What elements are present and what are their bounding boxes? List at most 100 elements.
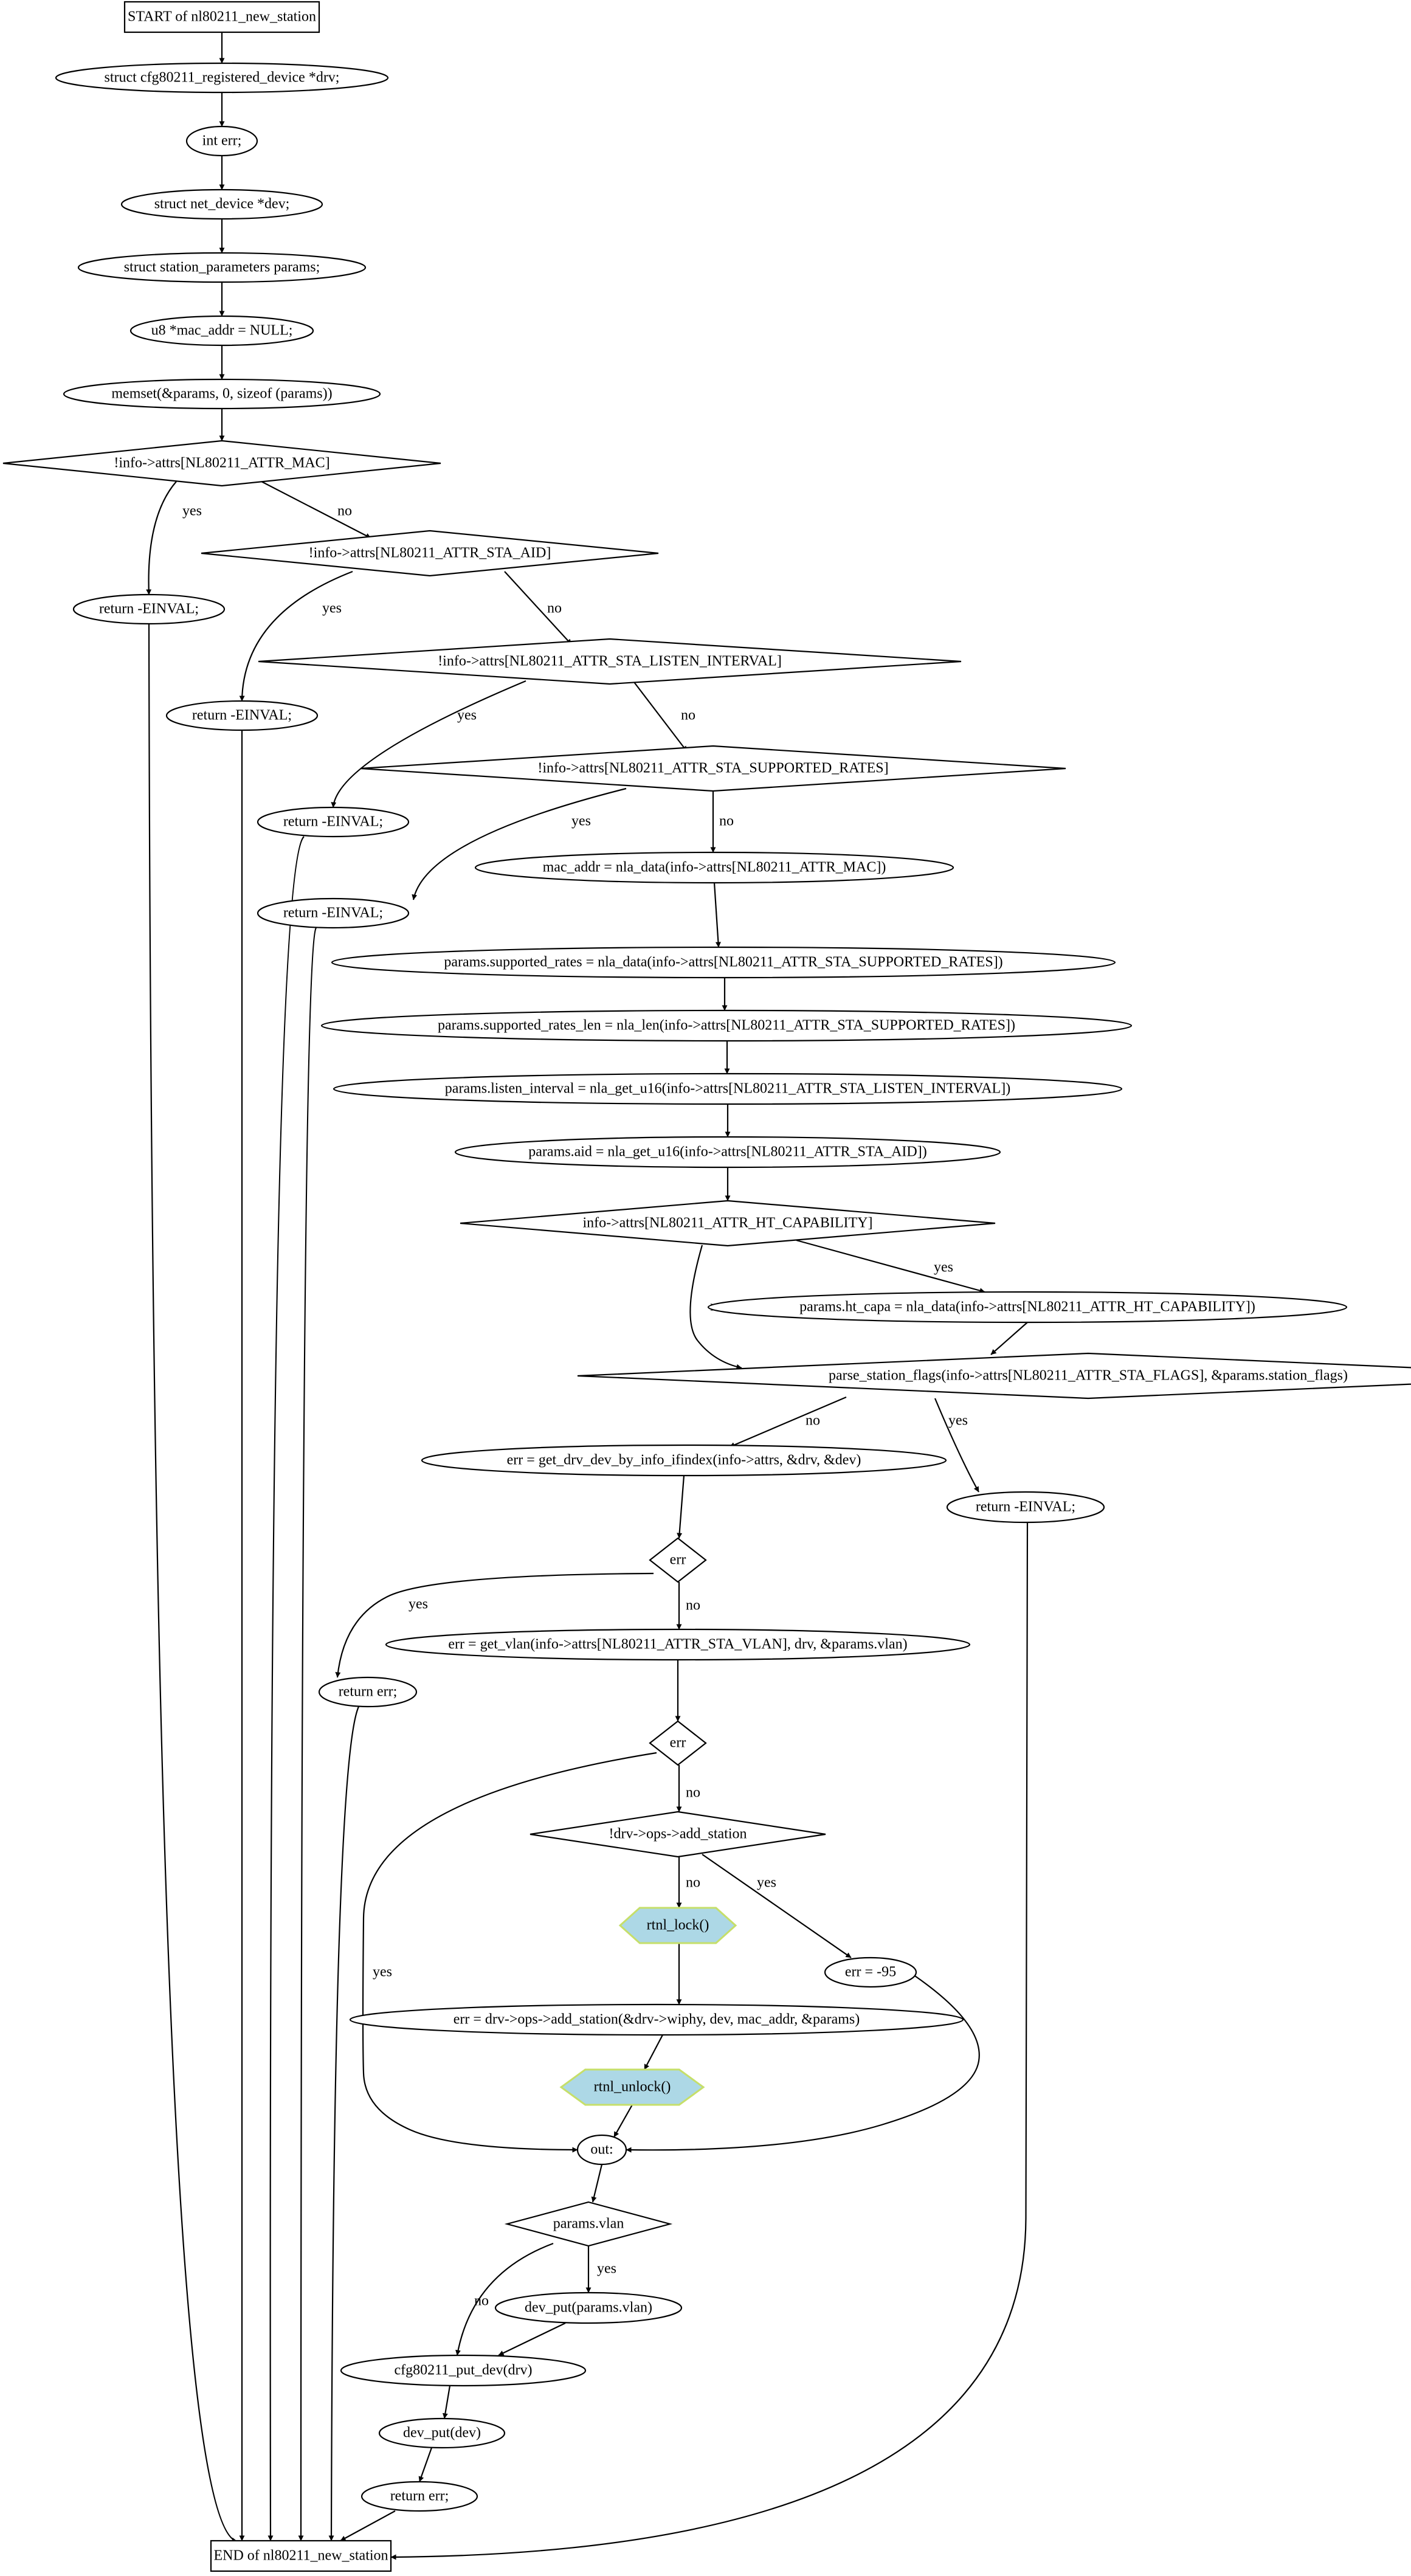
node-shape (320, 1009, 1133, 1042)
node-label: struct cfg80211_registered_device *drv; (105, 70, 340, 86)
flow-node-ellipse: err = -95 (824, 1956, 917, 1988)
node-label: params.supported_rates_len = nla_len(inf… (438, 1018, 1015, 1034)
node-label: err = get_drv_dev_by_info_ifindex(info->… (507, 1452, 861, 1468)
node-label: !drv->ops->add_station (609, 1826, 747, 1842)
node-label: return -EINVAL; (283, 814, 383, 830)
node-label: rtnl_lock() (647, 1918, 709, 1933)
node-shape (460, 1200, 996, 1247)
node-shape (649, 1537, 707, 1583)
node-label: return -EINVAL; (283, 905, 383, 921)
node-shape (576, 2134, 627, 2166)
flow-node-ellipse: return err; (318, 1676, 418, 1708)
edge-label-no: no (719, 813, 734, 829)
edge-label-yes: yes (457, 708, 477, 723)
flow-node-ellipse: err = drv->ops->add_station(&drv->wiphy,… (349, 2003, 964, 2036)
flow-node-ellipse: return -EINVAL; (946, 1491, 1105, 1524)
node-shape (257, 897, 410, 929)
edge-n13-n14 (412, 787, 627, 900)
flow-node-ellipse: params.supported_rates = nla_data(info->… (331, 946, 1116, 979)
node-shape (577, 1352, 1411, 1400)
flow-node-ellipse: params.ht_capa = nla_data(info->attrs[NL… (707, 1291, 1348, 1324)
flow-node-ellipse: err = get_vlan(info->attrs[NL80211_ATTR_… (385, 1628, 971, 1661)
node-label: START of nl80211_new_station (128, 9, 316, 25)
node-shape (318, 1676, 418, 1708)
flow-node-hexagon: rtnl_unlock() (559, 2068, 705, 2106)
edge-n14-n40 (298, 927, 317, 2541)
flow-node-ellipse: memset(&params, 0, sizeof (params)) (63, 378, 381, 410)
edge-n22-n23 (729, 1396, 847, 1448)
edge-n37-n38 (442, 2385, 451, 2419)
node-shape (504, 2201, 673, 2247)
flow-node-ellipse: err = get_drv_dev_by_info_ifindex(info->… (421, 1444, 947, 1477)
node-shape (129, 315, 314, 347)
flow-node-box: START of nl80211_new_station (123, 1, 320, 33)
edge-n20-n22 (689, 1245, 742, 1370)
edge-label-no: no (686, 1875, 700, 1891)
edge-label-yes: yes (322, 601, 342, 616)
edge-label-no: no (686, 1785, 700, 1801)
node-label: params.aid = nla_get_u16(info->attrs[NL8… (528, 1144, 926, 1160)
edge-label-no: no (686, 1598, 700, 1614)
node-shape (123, 1, 320, 33)
node-label: return -EINVAL; (192, 708, 292, 723)
flow-node-diamond: err (649, 1720, 707, 1766)
flow-node-diamond: err (649, 1537, 707, 1583)
node-shape (120, 188, 323, 220)
edge-n11-n13 (633, 682, 688, 752)
edge-n31-n34 (626, 1975, 980, 2153)
node-shape (494, 2291, 683, 2324)
edge-label-yes: yes (182, 503, 202, 519)
edge-n35-n37 (455, 2242, 554, 2356)
edge-label-no: no (337, 503, 352, 519)
node-label: parse_station_flags(info->attrs[NL80211_… (829, 1368, 1348, 1384)
node-label: info->attrs[NL80211_ATTR_HT_CAPABILITY] (582, 1215, 872, 1231)
edge-label-yes: yes (571, 813, 591, 829)
node-label: !info->attrs[NL80211_ATTR_STA_AID] (309, 545, 551, 561)
node-label: !info->attrs[NL80211_ATTR_STA_LISTEN_INT… (438, 654, 782, 669)
node-label: return err; (390, 2488, 449, 2504)
flow-node-ellipse: dev_put(dev) (378, 2417, 506, 2449)
edge-label-no: no (806, 1413, 820, 1429)
edge-n25-n26 (335, 1572, 654, 1678)
edge-n39-n40 (340, 2510, 396, 2541)
node-label: params.vlan (553, 2216, 624, 2232)
node-shape (530, 1811, 826, 1858)
flow-node-diamond: !info->attrs[NL80211_ATTR_STA_SUPPORTED_… (360, 745, 1066, 792)
edge-label-yes: yes (597, 2261, 616, 2277)
edge-n9-n11 (504, 571, 572, 645)
edge-n38-n39 (418, 2447, 433, 2482)
edge-label-no: no (474, 2293, 489, 2309)
node-shape (378, 2417, 506, 2449)
node-shape (618, 1907, 737, 1944)
node-label: int err; (202, 133, 242, 149)
node-shape (385, 1628, 971, 1661)
flow-node-ellipse: out: (576, 2134, 627, 2166)
flow-node-ellipse: return -EINVAL; (165, 700, 319, 731)
edge-label-yes: yes (934, 1260, 953, 1276)
edge-n24-n40 (390, 1522, 1029, 2560)
node-label: dev_put(dev) (403, 2425, 481, 2441)
edge-n12-n40 (267, 836, 305, 2541)
flow-node-diamond: !info->attrs[NL80211_ATTR_STA_AID] (201, 530, 659, 577)
flow-node-ellipse: struct cfg80211_registered_device *drv; (55, 62, 389, 94)
node-label: struct station_parameters params; (124, 260, 320, 275)
flow-node-ellipse: mac_addr = nla_data(info->attrs[NL80211_… (474, 851, 954, 884)
node-label: memset(&params, 0, sizeof (params)) (111, 386, 332, 402)
flow-node-diamond: !drv->ops->add_station (530, 1811, 826, 1858)
node-label: !info->attrs[NL80211_ATTR_STA_SUPPORTED_… (537, 761, 888, 776)
node-shape (77, 252, 367, 283)
edge-n33-n34 (613, 2104, 633, 2138)
node-shape (201, 530, 659, 577)
node-shape (258, 638, 962, 685)
flow-node-ellipse: cfg80211_put_dev(drv) (340, 2354, 587, 2387)
node-label: params.listen_interval = nla_get_u16(inf… (445, 1081, 1010, 1097)
node-label: err (670, 1735, 686, 1751)
flow-node-diamond: !info->attrs[NL80211_ATTR_STA_LISTEN_INT… (258, 638, 962, 685)
node-label: !info->attrs[NL80211_ATTR_MAC] (114, 455, 329, 471)
node-label: params.ht_capa = nla_data(info->attrs[NL… (799, 1299, 1255, 1315)
node-shape (360, 745, 1066, 792)
flow-node-ellipse: struct station_parameters params; (77, 252, 367, 283)
edge-n32-n33 (644, 2034, 663, 2070)
